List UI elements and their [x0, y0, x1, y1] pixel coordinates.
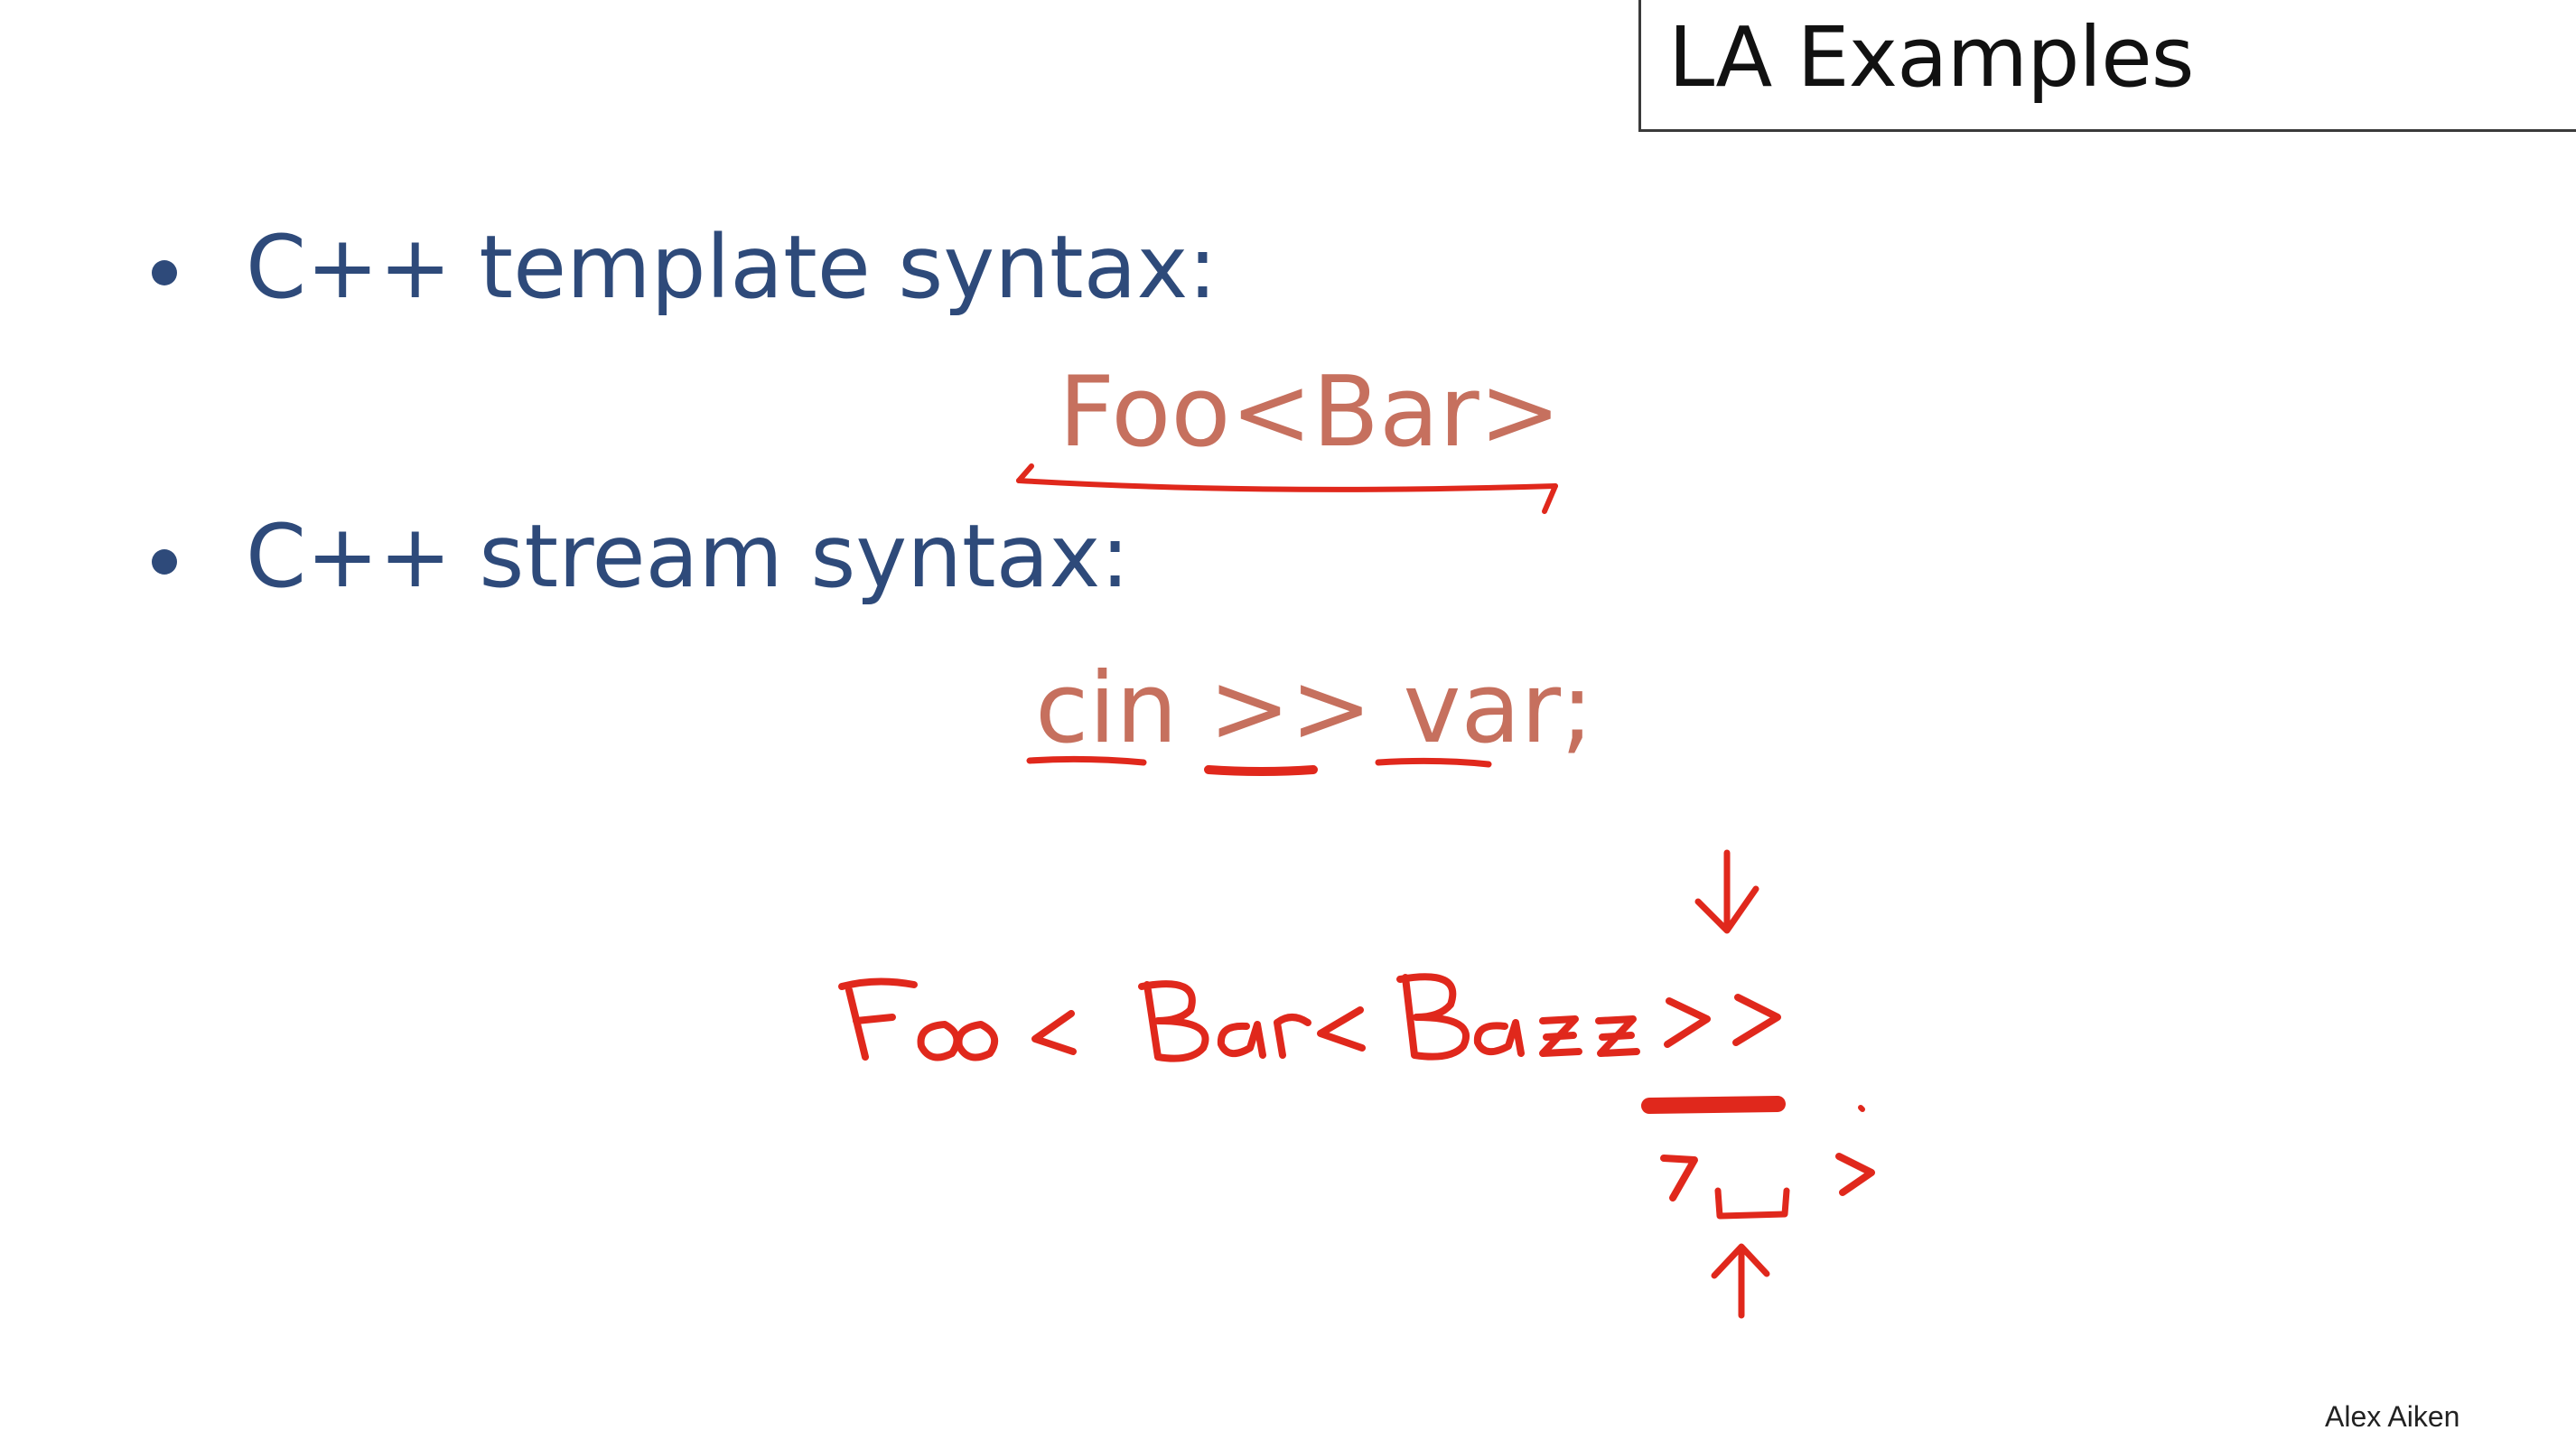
bullet-dot-2 [152, 549, 177, 575]
ink-letter-F1-mid [853, 1014, 896, 1024]
ink-dot [1858, 1105, 1865, 1112]
code-stream-example: cin >> var; [1035, 652, 1594, 765]
ink-letter-B1 [1138, 980, 1209, 1062]
ink-arrow-down-head [1694, 885, 1759, 934]
code-template-example: Foo<Bar> [1059, 356, 1562, 469]
bullet-stream-syntax: C++ stream syntax: [246, 506, 1130, 607]
ink-letter-z1 [1539, 1015, 1582, 1057]
ink-arrow-up-head [1711, 1243, 1770, 1279]
ink-underline-hook-right [1542, 483, 1558, 514]
ink-underline-template [1016, 478, 1558, 492]
ink-underline-shift [1204, 765, 1318, 776]
ink-letter-a1 [1217, 1021, 1266, 1059]
bullet-template-syntax: C++ template syntax: [246, 217, 1218, 318]
bullet-dot-1 [152, 260, 177, 285]
ink-space-mark [1714, 1187, 1790, 1220]
author-credit: Alex Aiken [2325, 1400, 2460, 1433]
ink-split-gt-1 [1660, 1155, 1698, 1202]
ink-letter-B2 [1396, 973, 1470, 1061]
ink-letter-r1 [1274, 1014, 1311, 1059]
ink-letter-o1 [917, 1021, 961, 1061]
ink-gt-2 [1732, 994, 1781, 1046]
ink-underline-hook-left [1016, 463, 1034, 483]
ink-letter-o2 [955, 1021, 999, 1061]
ink-lt-1 [1031, 1010, 1077, 1055]
ink-split-gt-2 [1835, 1153, 1875, 1196]
ink-thick-underline [1641, 1096, 1786, 1114]
ink-lt-2 [1317, 1006, 1366, 1052]
title-box: LA Examples [1638, 0, 2576, 132]
ink-letter-F1-top [838, 977, 918, 990]
ink-letter-F1 [845, 986, 869, 1061]
ink-gt-1 [1664, 997, 1711, 1048]
slide-title: LA Examples [1668, 9, 2195, 106]
ink-letter-a2 [1473, 1019, 1525, 1057]
ink-letter-z2 [1595, 1015, 1640, 1057]
